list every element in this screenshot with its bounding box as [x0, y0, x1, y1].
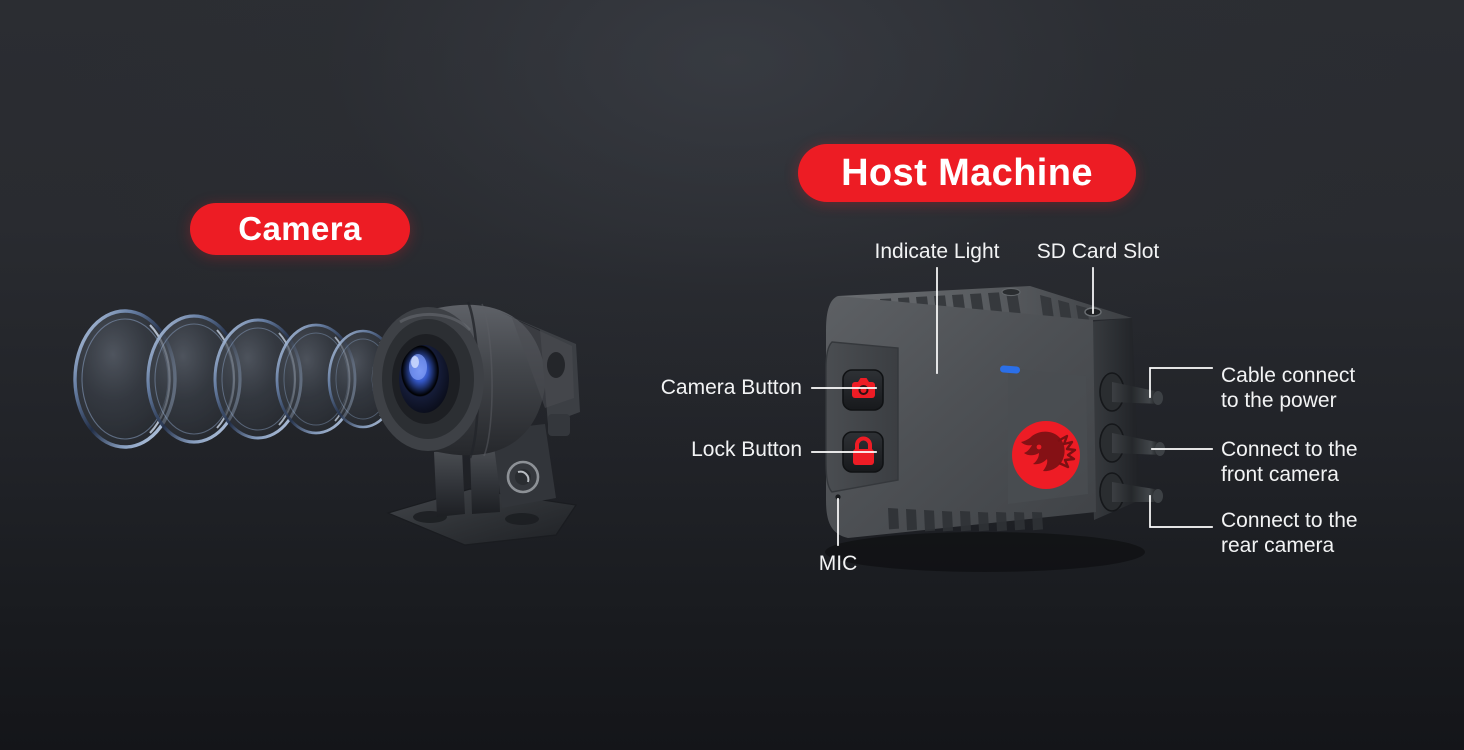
callout-mic: MIC	[818, 552, 858, 575]
callout-camera-button: Camera Button	[660, 376, 802, 399]
callout-rear-camera: Connect to the rear camera	[1221, 509, 1358, 557]
vent-fins-top	[862, 291, 1091, 329]
camera-icon	[852, 378, 875, 398]
host-right-face	[1088, 318, 1140, 520]
leader-rear-camera	[1149, 495, 1213, 528]
host-front-face	[825, 296, 1096, 538]
camera-mount-plate	[386, 488, 578, 546]
cable-port	[1099, 472, 1163, 512]
callout-front-camera: Connect to the front camera	[1221, 438, 1358, 486]
lens-element-group	[73, 309, 433, 449]
lens-element	[73, 309, 177, 449]
camera-button	[842, 369, 884, 411]
cable-port	[1099, 423, 1165, 463]
lens-element	[275, 323, 357, 435]
callout-lock-button: Lock Button	[691, 438, 802, 461]
badge-camera: Camera	[190, 203, 410, 255]
mic-pinhole	[835, 494, 841, 500]
lens-element	[371, 334, 433, 424]
lock-icon	[853, 436, 874, 465]
host-top-face	[838, 286, 1132, 330]
vent-fins-bottom	[888, 508, 1043, 532]
control-panel-inset	[825, 341, 899, 493]
callout-cable-power: Cable connect to the power	[1221, 364, 1356, 412]
lens-element	[146, 314, 242, 444]
leader-cable-power	[1149, 367, 1213, 398]
lens-element	[327, 329, 399, 429]
camera-body	[372, 301, 580, 546]
lion-logo	[1012, 421, 1080, 489]
indicate-light-led	[1000, 365, 1021, 374]
callout-sd-card-slot: SD Card Slot	[1036, 240, 1160, 263]
sd-card-slot-port	[1084, 307, 1102, 317]
callout-indicate-light: Indicate Light	[874, 240, 1000, 263]
lock-button	[842, 431, 884, 473]
lens-element	[213, 318, 303, 440]
cable-ports	[1099, 372, 1165, 512]
cable-port	[1099, 372, 1163, 412]
badge-host-machine: Host Machine	[798, 144, 1136, 202]
